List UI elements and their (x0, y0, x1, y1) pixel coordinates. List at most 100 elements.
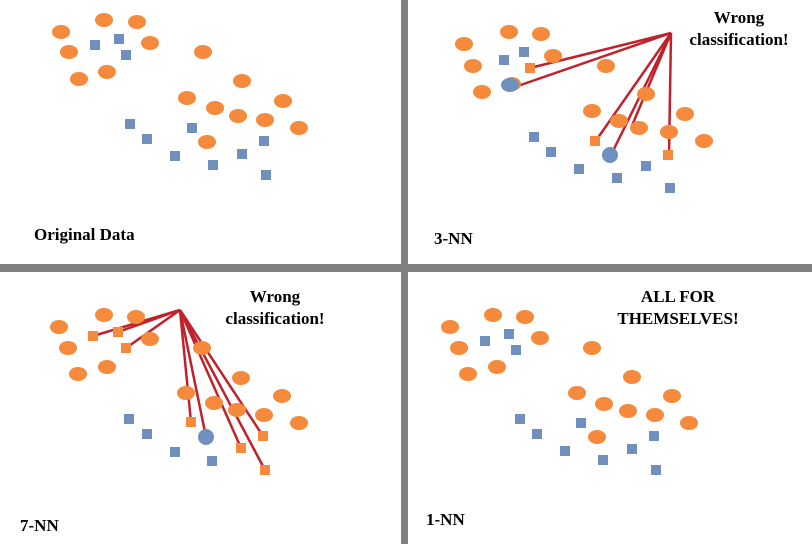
blue-point (529, 132, 539, 142)
orange-point (623, 370, 641, 384)
wrong-classification-callout: Wrong classification! (674, 7, 804, 51)
misclassified-blue-point (602, 147, 618, 163)
orange-point (680, 416, 698, 430)
orange-point (70, 72, 88, 86)
blue-point (532, 429, 542, 439)
orange-point (290, 121, 308, 135)
blue-point (511, 345, 521, 355)
orange-point (544, 49, 562, 63)
orange-point (646, 408, 664, 422)
knn3-plot (455, 25, 713, 193)
neighbor-line (178, 309, 243, 449)
blue-point (142, 429, 152, 439)
orange-point (637, 87, 655, 101)
misclassified-orange-point (258, 431, 268, 441)
orange-point (206, 101, 224, 115)
blue-point (574, 164, 584, 174)
orange-point (459, 367, 477, 381)
misclassified-orange-point (236, 443, 246, 453)
misclassified-orange-point (186, 417, 196, 427)
blue-point (665, 183, 675, 193)
blue-point (90, 40, 100, 50)
blue-point (649, 431, 659, 441)
orange-point (531, 331, 549, 345)
neighbor-line (629, 32, 673, 129)
callout-line: classification! (225, 309, 325, 328)
orange-point (178, 91, 196, 105)
misclassified-orange-point (590, 136, 600, 146)
orange-point (198, 135, 216, 149)
orange-point (255, 408, 273, 422)
orange-point (488, 360, 506, 374)
orange-point (194, 45, 212, 59)
wrong-classification-callout: Wrong classification! (210, 286, 340, 330)
misclassified-orange-point (663, 150, 673, 160)
orange-point (233, 74, 251, 88)
orange-point (500, 25, 518, 39)
blue-point (187, 123, 197, 133)
misclassified-blue-point (198, 429, 214, 445)
orange-point (464, 59, 482, 73)
orange-point (597, 59, 615, 73)
panel-caption: 7-NN (20, 516, 59, 535)
orange-point (128, 15, 146, 29)
blue-point (612, 173, 622, 183)
orange-point (229, 109, 247, 123)
blue-point (170, 447, 180, 457)
orange-point (205, 396, 223, 410)
orange-point (473, 85, 491, 99)
blue-point (480, 336, 490, 346)
orange-point (228, 403, 246, 417)
blue-point (627, 444, 637, 454)
blue-point (170, 151, 180, 161)
blue-point (121, 50, 131, 60)
orange-point (455, 37, 473, 51)
orange-point (484, 308, 502, 322)
panel-7nn: Wrong classification! 7-NN (0, 272, 401, 544)
orange-point (676, 107, 694, 121)
orange-point (532, 27, 550, 41)
orange-point (660, 125, 678, 139)
orange-point (274, 94, 292, 108)
misclassified-orange-point (121, 343, 131, 353)
misclassified-orange-point (260, 465, 270, 475)
orange-point (588, 430, 606, 444)
neighbor-line (178, 309, 208, 438)
blue-point (504, 329, 514, 339)
knn7-plot (50, 308, 308, 475)
orange-point (232, 371, 250, 385)
orange-point (516, 310, 534, 324)
blue-point (651, 465, 661, 475)
orange-point (568, 386, 586, 400)
blue-point (641, 161, 651, 171)
callout-line: Wrong (249, 287, 301, 306)
orange-point (630, 121, 648, 135)
orange-point (290, 416, 308, 430)
misclassified-orange-point (88, 331, 98, 341)
blue-point (515, 414, 525, 424)
blue-point (499, 55, 509, 65)
orange-point (583, 104, 601, 118)
blue-point (124, 414, 134, 424)
all-for-themselves-callout: ALL FOR THEMSELVES! (598, 286, 758, 330)
panel-caption: 3-NN (434, 229, 473, 248)
orange-point (50, 320, 68, 334)
blue-point (546, 147, 556, 157)
misclassified-orange-point (113, 327, 123, 337)
callout-line: ALL FOR (640, 287, 716, 306)
callout-line: THEMSELVES! (617, 309, 739, 328)
orange-point (595, 397, 613, 411)
orange-point (141, 332, 159, 346)
panel-caption: 1-NN (426, 510, 465, 529)
orange-point (441, 320, 459, 334)
original-data-plot (52, 13, 308, 180)
orange-point (695, 134, 713, 148)
neighbor-line (117, 308, 181, 334)
blue-point (207, 456, 217, 466)
blue-point (598, 455, 608, 465)
orange-point (619, 404, 637, 418)
panel-caption: Original Data (34, 225, 135, 244)
blue-point (125, 119, 135, 129)
orange-point (98, 65, 116, 79)
misclassified-blue-point (501, 78, 519, 92)
